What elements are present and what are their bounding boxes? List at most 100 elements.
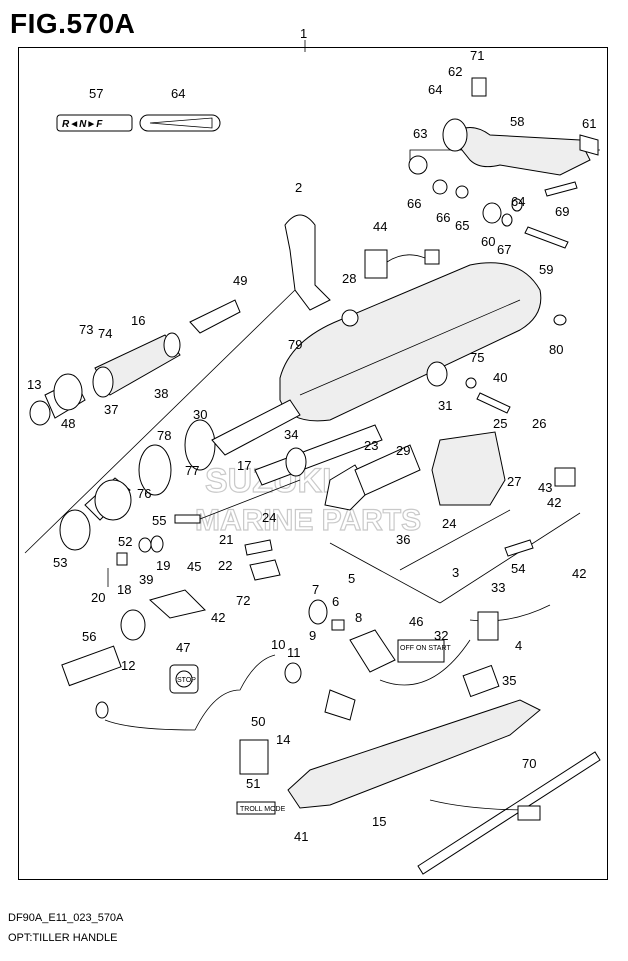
- watermark: SUZUKI MARINE PARTS: [194, 461, 421, 537]
- callout-8: 8: [355, 610, 362, 625]
- callout-74: 74: [98, 326, 112, 341]
- figure-title: FIG.570A: [10, 8, 136, 39]
- callout-38: 38: [154, 386, 168, 401]
- callout-12: 12: [121, 658, 135, 673]
- svg-text:MARINE PARTS: MARINE PARTS: [195, 504, 421, 537]
- callout-15: 15: [372, 814, 386, 829]
- callout-44: 44: [373, 219, 387, 234]
- callout-66a: 66: [407, 196, 421, 211]
- callout-11: 11: [287, 645, 301, 660]
- callout-21: 21: [219, 532, 233, 547]
- lanyard: [95, 654, 356, 731]
- callout-52: 52: [118, 534, 132, 549]
- callout-67: 67: [497, 242, 511, 257]
- callout-54: 54: [511, 561, 525, 576]
- misc-parts: [61, 535, 281, 687]
- callout-29: 29: [396, 443, 410, 458]
- throttle-grip-group: [29, 299, 301, 551]
- callout-79: 79: [288, 337, 302, 352]
- callout-27: 27: [507, 474, 521, 489]
- callout-33: 33: [491, 580, 505, 595]
- callout-77: 77: [185, 463, 199, 478]
- callout-25: 25: [493, 416, 507, 431]
- callout-24b: 24: [442, 516, 456, 531]
- callout-49: 49: [233, 273, 247, 288]
- callout-31: 31: [438, 398, 452, 413]
- callout-71: 71: [470, 48, 484, 63]
- callout-76: 76: [137, 486, 151, 501]
- callout-30: 30: [193, 407, 207, 422]
- callout-60: 60: [481, 234, 495, 249]
- callout-41: 41: [294, 829, 308, 844]
- tilt-bar: [417, 751, 601, 875]
- callout-23: 23: [364, 438, 378, 453]
- callout-53: 53: [53, 555, 67, 570]
- callout-48: 48: [61, 416, 75, 431]
- callout-42a: 42: [547, 495, 561, 510]
- callout-9: 9: [309, 628, 316, 643]
- callout-1: 1: [300, 26, 307, 41]
- callout-26: 26: [532, 416, 546, 431]
- callout-66b: 66: [436, 210, 450, 225]
- callout-24a: 24: [262, 510, 276, 525]
- callout-35: 35: [502, 673, 516, 688]
- callout-7: 7: [312, 582, 319, 597]
- callout-18: 18: [117, 582, 131, 597]
- callout-37: 37: [104, 402, 118, 417]
- figure-code: DF90A_E11_023_570A: [8, 912, 124, 924]
- callout-55: 55: [152, 513, 166, 528]
- troll-switch: TROLL MODE: [236, 739, 286, 815]
- callout-72: 72: [236, 593, 250, 608]
- callout-labels: 1 2 3 4 5 6 7 8 9 10 11 12 13 14 15 16 1…: [27, 26, 596, 844]
- callout-75: 75: [470, 350, 484, 365]
- callout-80: 80: [549, 342, 563, 357]
- svg-text:R◄N►F: R◄N►F: [62, 119, 103, 130]
- callout-73: 73: [79, 322, 93, 337]
- callout-51: 51: [246, 776, 260, 791]
- callout-17: 17: [237, 458, 251, 473]
- switch-parts: OFF ON START: [308, 599, 451, 673]
- connector-44: [364, 249, 440, 279]
- cables: [329, 509, 581, 604]
- callout-19: 19: [156, 558, 170, 573]
- stop-decal: STOP: [169, 664, 199, 694]
- callout-42b: 42: [572, 566, 586, 581]
- shift-lever: [284, 214, 359, 327]
- callout-16: 16: [131, 313, 145, 328]
- callout-45: 45: [187, 559, 201, 574]
- shift-decal: R◄N►F: [56, 114, 133, 132]
- callout-40: 40: [493, 370, 507, 385]
- wire-harness: [379, 604, 551, 686]
- callout-58: 58: [510, 114, 524, 129]
- callout-4: 4: [515, 638, 522, 653]
- callout-70: 70: [522, 756, 536, 771]
- callout-61: 61: [582, 116, 596, 131]
- callout-10: 10: [271, 637, 285, 652]
- callout-78: 78: [157, 428, 171, 443]
- throttle-decal: [139, 114, 221, 132]
- callout-64b: 64: [511, 194, 525, 209]
- callout-46: 46: [409, 614, 423, 629]
- callout-13: 13: [27, 377, 41, 392]
- base-plate: [287, 664, 541, 809]
- diagram-frame: [18, 47, 608, 880]
- callout-64a: 64: [428, 82, 442, 97]
- callout-28: 28: [342, 271, 356, 286]
- callout-69: 69: [555, 204, 569, 219]
- callout-62: 62: [448, 64, 462, 79]
- svg-text:OFF ON START: OFF ON START: [400, 645, 451, 652]
- callout-32: 32: [434, 628, 448, 643]
- callout-34: 34: [284, 427, 298, 442]
- figure-subtitle: OPT:TILLER HANDLE: [8, 932, 118, 944]
- tiller-housing: [211, 262, 542, 456]
- callout-63: 63: [413, 126, 427, 141]
- callout-22: 22: [218, 558, 232, 573]
- callout-14: 14: [276, 732, 290, 747]
- callout-58-decal: 64: [171, 86, 185, 101]
- callout-43: 43: [538, 480, 552, 495]
- svg-text:STOP: STOP: [177, 677, 196, 684]
- callout-36: 36: [396, 532, 410, 547]
- callout-59: 59: [539, 262, 553, 277]
- shaft-assembly: [254, 424, 421, 511]
